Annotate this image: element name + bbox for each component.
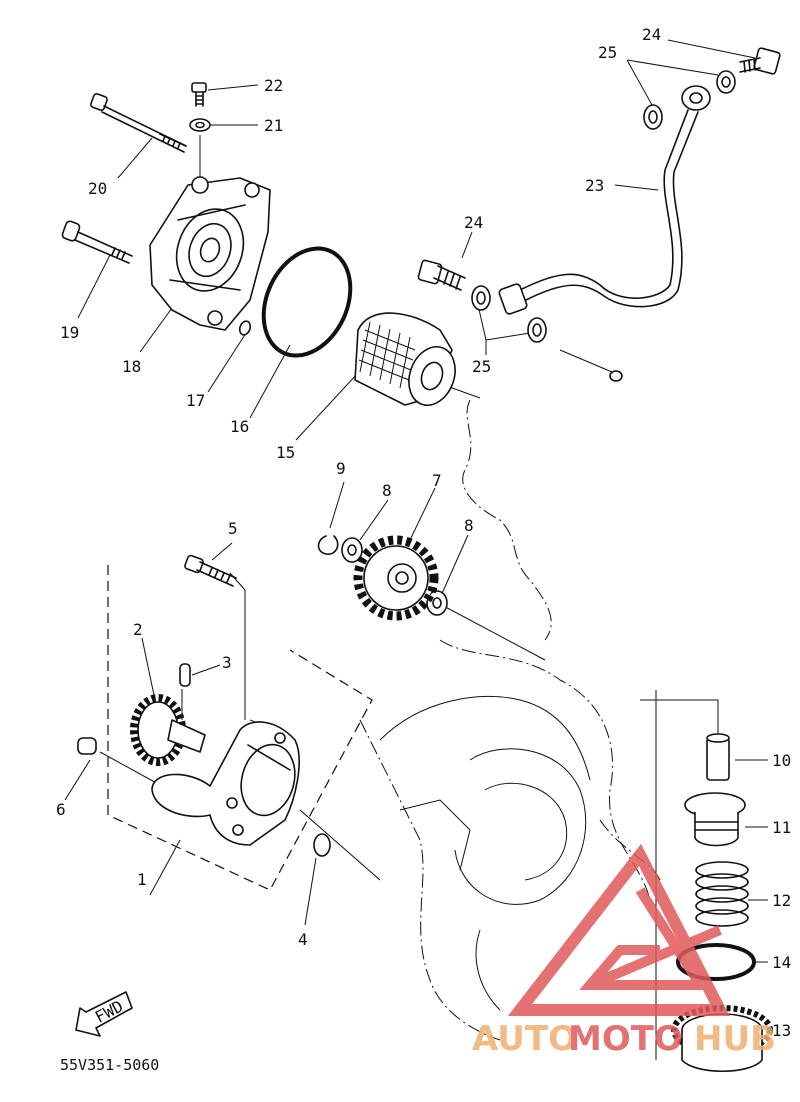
callout-1: 1 xyxy=(137,870,147,889)
callout-21: 21 xyxy=(264,116,283,135)
part-2-pump-drive-gear xyxy=(130,694,206,766)
part-13-cap xyxy=(671,1005,773,1073)
callout-16: 16 xyxy=(230,417,249,436)
part-16-cover-o-ring xyxy=(261,246,353,358)
part-7-idler-gear xyxy=(353,535,439,621)
callout-9: 9 xyxy=(336,459,346,478)
callout-25a: 25 xyxy=(598,43,617,62)
part-19-short-bolt xyxy=(61,220,133,264)
fwd-arrow-icon: FWD xyxy=(75,991,133,1037)
callout-8a: 8 xyxy=(382,481,392,500)
callout-24b: 24 xyxy=(642,25,661,44)
watermark-text-c: HUB xyxy=(694,1019,776,1059)
part-21-washer-hole xyxy=(195,121,205,129)
callout-22: 22 xyxy=(264,76,283,95)
callout-19: 19 xyxy=(60,323,79,342)
part-18-filter-cover xyxy=(149,176,271,331)
watermark-logo: AUTO MOTO HUB xyxy=(472,843,776,1059)
part-15-oil-filter xyxy=(354,312,456,406)
pipe-port xyxy=(609,370,623,382)
part-5-bolt xyxy=(184,554,237,587)
callout-labels: 1 2 3 4 5 6 7 8 8 9 10 11 12 13 14 15 16… xyxy=(56,25,791,1040)
part-24-union-bolt-upper xyxy=(739,47,781,75)
callout-8b: 8 xyxy=(464,516,474,535)
callout-10: 10 xyxy=(772,751,791,770)
watermark-text-a: AUTO xyxy=(472,1019,577,1059)
callout-13: 13 xyxy=(772,1021,791,1040)
callout-20: 20 xyxy=(88,179,107,198)
callout-7: 7 xyxy=(432,471,442,490)
part-9-circlip xyxy=(317,535,339,555)
callout-25b: 25 xyxy=(472,357,491,376)
callout-5: 5 xyxy=(228,519,238,538)
part-24-union-bolt-lower xyxy=(417,259,466,291)
callout-4: 4 xyxy=(298,930,308,949)
crankcase-outline xyxy=(359,399,661,1041)
part-12-spring xyxy=(695,861,749,927)
part-20-long-bolt xyxy=(90,93,187,153)
callout-6: 6 xyxy=(56,800,66,819)
part-6-dowel xyxy=(77,737,97,755)
part-25-washers xyxy=(471,70,736,343)
part-17-o-ring xyxy=(238,320,252,336)
callout-11: 11 xyxy=(772,818,791,837)
callout-15: 15 xyxy=(276,443,295,462)
callout-23: 23 xyxy=(585,176,604,195)
callout-17: 17 xyxy=(186,391,205,410)
oil-pump-assembly-boundary xyxy=(107,565,373,891)
watermark-text-b: MOTO xyxy=(568,1019,683,1059)
callout-14: 14 xyxy=(772,953,791,972)
part-8-washer-a-hole xyxy=(347,544,357,556)
part-11-plug xyxy=(684,792,746,847)
part-4-circlip xyxy=(313,833,331,857)
callout-24a: 24 xyxy=(464,213,483,232)
part-14-o-ring xyxy=(676,943,756,981)
part-1-oil-pump xyxy=(151,721,300,846)
callout-2: 2 xyxy=(133,620,143,639)
drawing-code: 55V351-5060 xyxy=(60,1056,159,1074)
callout-12: 12 xyxy=(772,891,791,910)
callout-18: 18 xyxy=(122,357,141,376)
callout-3: 3 xyxy=(222,653,232,672)
part-22-small-bolt xyxy=(191,82,207,107)
part-10-relief-pin xyxy=(706,733,730,781)
part-8-washer-b-hole xyxy=(432,597,442,609)
part-23-oil-pipe xyxy=(498,85,711,315)
part-3-dowel-pin xyxy=(179,663,191,687)
